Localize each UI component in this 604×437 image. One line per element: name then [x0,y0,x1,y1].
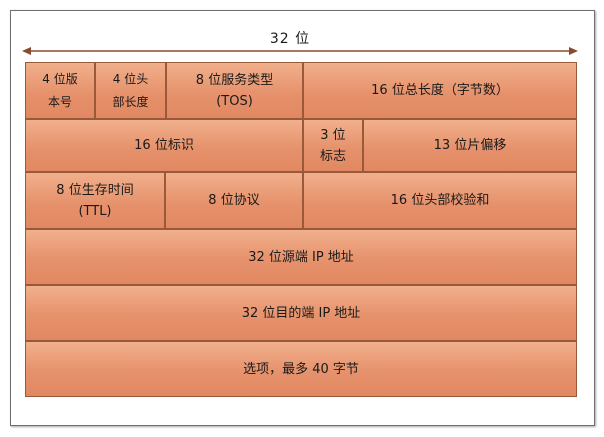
width-arrow [22,47,578,55]
field-identification: 16 位标识 [25,119,303,172]
width-label: 32 位 [269,31,311,47]
field-header-length: 4 位头 部长度 [95,62,166,119]
field-protocol: 8 位协议 [165,172,303,229]
field-ttl: 8 位生存时间 (TTL) [25,172,165,229]
field-fragment-offset: 13 位片偏移 [363,119,577,172]
field-flags: 3 位 标志 [303,119,363,172]
field-destination-ip: 32 位目的端 IP 地址 [25,285,577,341]
field-header-checksum: 16 位头部校验和 [303,172,577,229]
field-options: 选项，最多 40 字节 [25,341,577,397]
field-source-ip: 32 位源端 IP 地址 [25,229,577,285]
field-version: 4 位版 本号 [25,62,95,119]
field-tos: 8 位服务类型 (TOS) [166,62,303,119]
field-total-length: 16 位总长度（字节数） [303,62,577,119]
